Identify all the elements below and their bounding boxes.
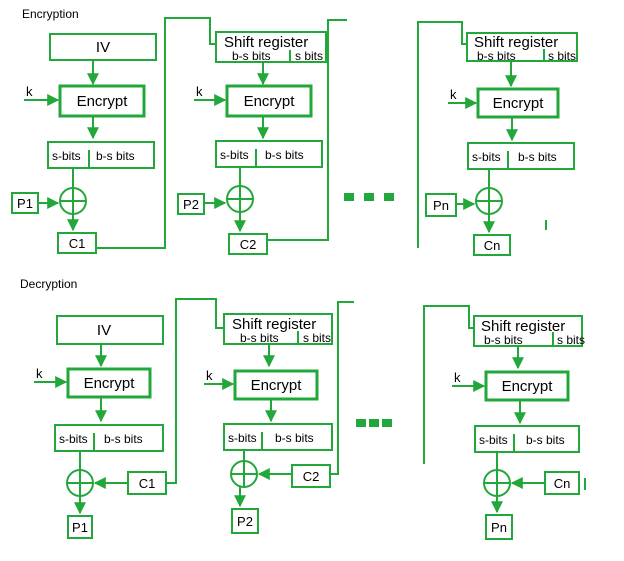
shift-register-box — [466, 32, 578, 62]
encrypt-label: Encrypt — [502, 378, 554, 395]
feedback-line-in — [423, 305, 474, 464]
key-label: k — [450, 87, 457, 102]
shift-register-box — [473, 315, 583, 347]
encryption-stage-1: IV k Encrypt s-bits b-s bits P1 C1 — [11, 17, 216, 254]
bs-bits-label: b-s bits — [275, 431, 314, 445]
feedback-line-in — [417, 21, 468, 248]
s-bits-label: s-bits — [479, 433, 508, 447]
encrypt-block — [58, 84, 146, 118]
plaintext-label: Pn — [433, 198, 449, 213]
shift-register-box — [223, 313, 333, 345]
shift-s-bits-label: s bits — [295, 49, 323, 63]
ciphertext-label: C1 — [69, 236, 86, 251]
plaintext-label: P1 — [17, 196, 33, 211]
ciphertext-label: C2 — [303, 469, 320, 484]
key-label: k — [26, 84, 33, 99]
ciphertext-box — [473, 234, 511, 256]
bs-bits-label: b-s bits — [518, 150, 557, 164]
shift-bs-bits-label: b-s bits — [240, 331, 279, 345]
encryption-stage-2: Shift register b-s bits s bits k Encrypt… — [177, 19, 347, 255]
bs-bits-label: b-s bits — [104, 432, 143, 446]
encrypt-label: Encrypt — [493, 95, 545, 112]
plaintext-box — [231, 508, 259, 534]
iv-label: IV — [96, 39, 110, 56]
encryption-ellipsis — [344, 193, 394, 201]
encrypt-block — [66, 367, 152, 399]
shift-register-label: Shift register — [224, 34, 308, 51]
shift-register-label: Shift register — [232, 316, 316, 333]
shift-s-bits-label: s bits — [557, 333, 585, 347]
plaintext-box — [67, 515, 93, 539]
output-register — [223, 423, 333, 451]
plaintext-label: P1 — [72, 520, 88, 535]
output-register — [215, 140, 323, 168]
bs-bits-label: b-s bits — [526, 433, 565, 447]
encrypt-label: Encrypt — [84, 375, 136, 392]
decryption-ellipsis — [356, 419, 392, 427]
encrypt-block — [484, 370, 570, 402]
ciphertext-box — [291, 464, 331, 488]
ciphertext-label: Cn — [484, 238, 501, 253]
encrypt-block — [233, 369, 319, 401]
s-bits-label: s-bits — [52, 149, 81, 163]
encrypt-block — [225, 84, 313, 118]
ciphertext-label: C2 — [240, 237, 257, 252]
shift-s-bits-label: s bits — [548, 49, 576, 63]
plaintext-label: P2 — [183, 197, 199, 212]
encrypt-label: Encrypt — [244, 93, 296, 110]
feedback-line-c1 — [166, 298, 224, 484]
s-bits-label: s-bits — [59, 432, 88, 446]
shift-bs-bits-label: b-s bits — [484, 333, 523, 347]
plaintext-box — [485, 514, 513, 540]
decryption-section-title: Decryption — [20, 277, 77, 291]
shift-register-box — [215, 31, 327, 63]
output-register — [54, 424, 164, 452]
encrypt-block — [476, 87, 560, 119]
shift-bs-bits-label: b-s bits — [477, 49, 516, 63]
s-bits-label: s-bits — [220, 148, 249, 162]
key-label: k — [206, 368, 213, 383]
output-register — [47, 141, 155, 169]
feedback-line-c2 — [330, 301, 354, 475]
feedback-line-c1 — [96, 17, 216, 249]
encryption-section-title: Encryption — [22, 7, 79, 21]
shift-s-bits-label: s bits — [303, 331, 331, 345]
iv-box — [49, 33, 157, 61]
key-label: k — [196, 84, 203, 99]
ciphertext-box — [228, 233, 268, 255]
output-register — [474, 425, 580, 453]
bs-bits-label: b-s bits — [265, 148, 304, 162]
encrypt-label: Encrypt — [251, 377, 303, 394]
plaintext-label: P2 — [237, 514, 253, 529]
decryption-stage-n: Shift register b-s bits s bits k Encrypt… — [423, 305, 586, 540]
decryption-stage-1: IV k Encrypt s-bits b-s bits C1 P1 — [34, 298, 224, 539]
output-register — [467, 142, 575, 170]
feedback-line-c2 — [267, 19, 347, 241]
encrypt-label: Encrypt — [77, 93, 129, 110]
shift-register-label: Shift register — [474, 34, 558, 51]
shift-register-label: Shift register — [481, 318, 565, 335]
bs-bits-label: b-s bits — [96, 149, 135, 163]
plaintext-label: Pn — [491, 520, 507, 535]
key-label: k — [454, 370, 461, 385]
shift-bs-bits-label: b-s bits — [232, 49, 271, 63]
iv-label: IV — [97, 322, 111, 339]
decryption-stage-2: Shift register b-s bits s bits k Encrypt… — [204, 301, 354, 534]
key-label: k — [36, 366, 43, 381]
encryption-stage-n: Shift register b-s bits s bits k Encrypt… — [417, 21, 578, 256]
ciphertext-label: C1 — [139, 476, 156, 491]
s-bits-label: s-bits — [228, 431, 257, 445]
ciphertext-label: Cn — [554, 476, 571, 491]
iv-box — [56, 315, 164, 345]
ciphertext-box — [57, 232, 97, 254]
s-bits-label: s-bits — [472, 150, 501, 164]
